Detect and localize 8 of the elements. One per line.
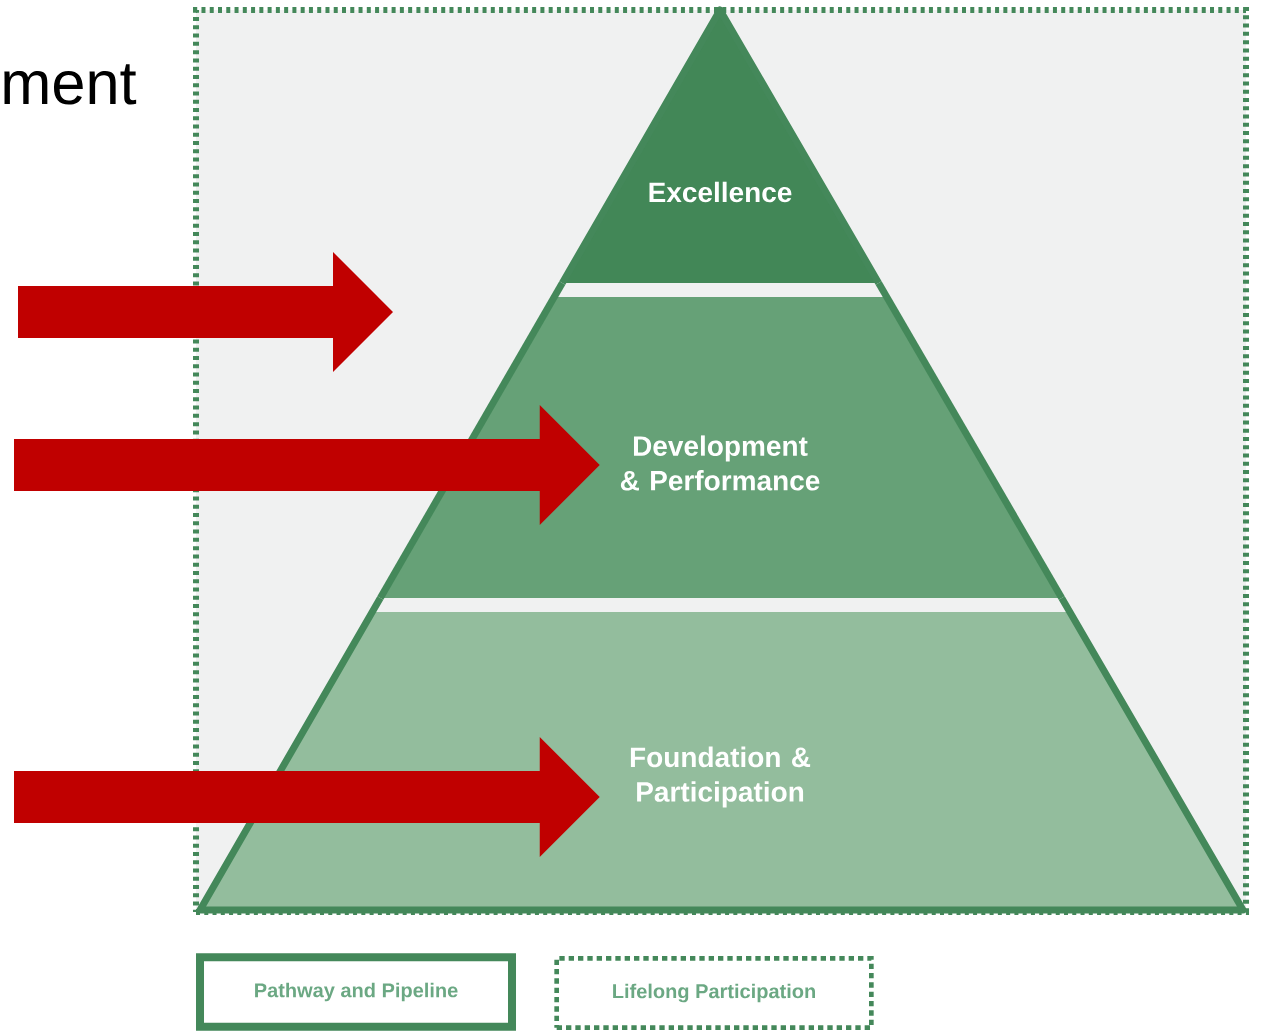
- block-arrow: [14, 737, 600, 857]
- legend-box: Lifelong Participation: [554, 956, 874, 1030]
- heading-text: ment: [4, 64, 137, 105]
- level-label: Development & Performance: [620, 435, 820, 491]
- level-label: Foundation & Participation: [630, 746, 811, 808]
- block-arrow: [14, 405, 600, 525]
- level-label: Excellence: [649, 181, 792, 203]
- legend-box: Pathway and Pipeline: [196, 953, 516, 1031]
